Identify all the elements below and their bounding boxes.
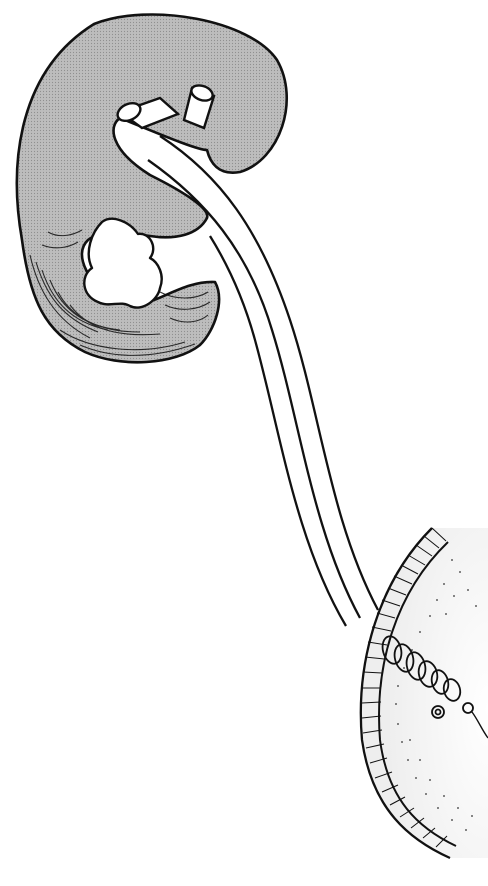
anatomical-diagram <box>0 0 488 886</box>
